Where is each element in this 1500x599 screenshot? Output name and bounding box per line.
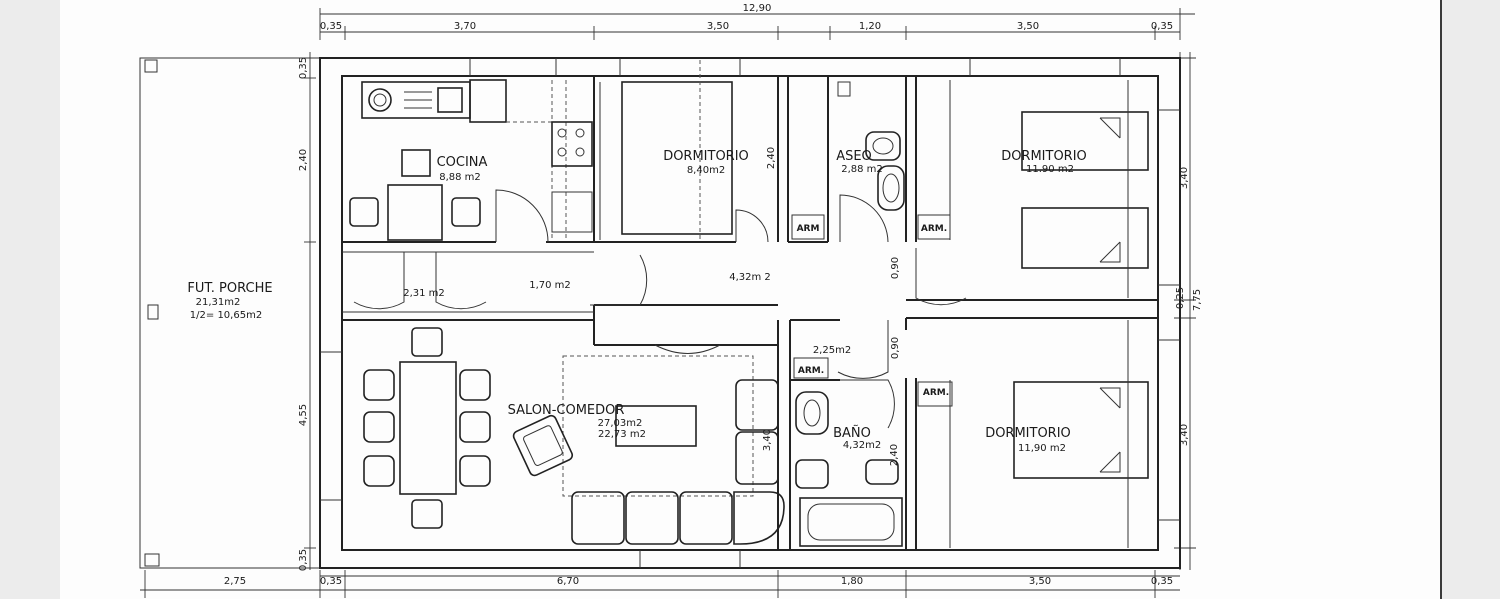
closets: ARM ARM. ARM. ARM. bbox=[791, 80, 953, 548]
dim-inner-4: 2,40 bbox=[889, 444, 900, 466]
dim-bottom-3: 1,80 bbox=[841, 576, 863, 587]
room-labels: FUT. PORCHE 21,31m2 1/2= 10,65m2 COCINA … bbox=[187, 149, 1086, 454]
closet-label-3: ARM. bbox=[798, 366, 824, 376]
dim-top-4: 3,50 bbox=[1017, 21, 1039, 32]
dim-top-total: 12,90 bbox=[743, 3, 772, 14]
bathroom-area: 4,32m2 bbox=[843, 440, 881, 451]
dim-top-5: 0,35 bbox=[1151, 21, 1173, 32]
porch-half-area: 1/2= 10,65m2 bbox=[190, 310, 262, 321]
hall1-area: 2,31 m2 bbox=[403, 288, 445, 299]
closet-label-1: ARM bbox=[797, 224, 820, 234]
bedroom3-area: 11,90 m2 bbox=[1018, 443, 1066, 454]
porch-outline bbox=[139, 57, 320, 569]
exterior-walls bbox=[319, 57, 1181, 569]
closet-label-2: ARM. bbox=[921, 224, 947, 234]
bedroom1-name: DORMITORIO bbox=[663, 149, 749, 164]
bedroom2-area: 11.90 m2 bbox=[1026, 164, 1074, 175]
toilet-name: ASEO bbox=[836, 149, 872, 164]
small-closet-area: 2,25m2 bbox=[813, 345, 851, 356]
bedroom2-name: DORMITORIO bbox=[1001, 149, 1087, 164]
bedroom1-furniture bbox=[599, 60, 733, 240]
living-furniture bbox=[512, 344, 785, 545]
toilet-area: 2,88 m2 bbox=[841, 164, 883, 175]
dim-bottom-2: 6,70 bbox=[557, 576, 579, 587]
dim-top-3: 1,20 bbox=[859, 21, 881, 32]
dim-right-3: 3,40 bbox=[1179, 424, 1190, 446]
dim-left-2: 4,55 bbox=[298, 404, 309, 426]
dim-inner-1: 0,90 bbox=[890, 257, 901, 279]
dim-top-0: 0,35 bbox=[320, 21, 342, 32]
hall2-area: 1,70 m2 bbox=[529, 280, 571, 291]
dim-bottom-5: 0,35 bbox=[1151, 576, 1173, 587]
dim-bottom-4: 3,50 bbox=[1029, 576, 1051, 587]
kitchen-fixtures bbox=[349, 79, 593, 241]
dim-left-1: 2,40 bbox=[298, 149, 309, 171]
dim-right-0: 3,40 bbox=[1179, 167, 1190, 189]
kitchen-name: COCINA bbox=[437, 155, 488, 170]
porch-name: FUT. PORCHE bbox=[187, 281, 272, 296]
aseo-fixtures bbox=[837, 81, 905, 211]
dining-furniture bbox=[363, 327, 491, 529]
bathroom-fixtures bbox=[795, 391, 903, 547]
doors bbox=[353, 189, 967, 429]
dim-inner-3: 3,40 bbox=[762, 429, 773, 451]
dim-inner-2: 0,90 bbox=[890, 337, 901, 359]
interior-walls bbox=[342, 76, 1158, 550]
dim-left-0: 0,35 bbox=[298, 57, 309, 79]
living-dining-area: 27,03m2 bbox=[598, 418, 643, 429]
bathroom-name: BAÑO bbox=[833, 425, 871, 441]
dim-inner-0: 2,40 bbox=[766, 147, 777, 169]
bedroom3-name: DORMITORIO bbox=[985, 426, 1071, 441]
dim-top-2: 3,50 bbox=[707, 21, 729, 32]
dimension-lines bbox=[140, 8, 1196, 598]
bedroom1-area: 8,40m2 bbox=[687, 165, 725, 176]
closet-label-4: ARM. bbox=[923, 388, 949, 398]
living-dining-name: SALON-COMEDOR bbox=[508, 403, 625, 418]
dim-bottom-0: 2,75 bbox=[224, 576, 246, 587]
dimension-labels: 12,90 0,35 3,70 3,50 1,20 3,50 0,35 2,75… bbox=[224, 3, 1203, 587]
dim-bottom-1: 0,35 bbox=[320, 576, 342, 587]
corridor-area: 4,32m 2 bbox=[729, 272, 771, 283]
dim-right-2: 7,75 bbox=[1192, 289, 1203, 311]
porch-area: 21,31m2 bbox=[196, 297, 241, 308]
plan-sheet bbox=[60, 0, 1442, 599]
dim-top-1: 3,70 bbox=[454, 21, 476, 32]
bedroom-beds bbox=[1013, 80, 1149, 548]
kitchen-area: 8,88 m2 bbox=[439, 172, 481, 183]
living-dining-alt-area: 22,73 m2 bbox=[598, 429, 646, 440]
dim-left-3: 0,35 bbox=[298, 549, 309, 571]
